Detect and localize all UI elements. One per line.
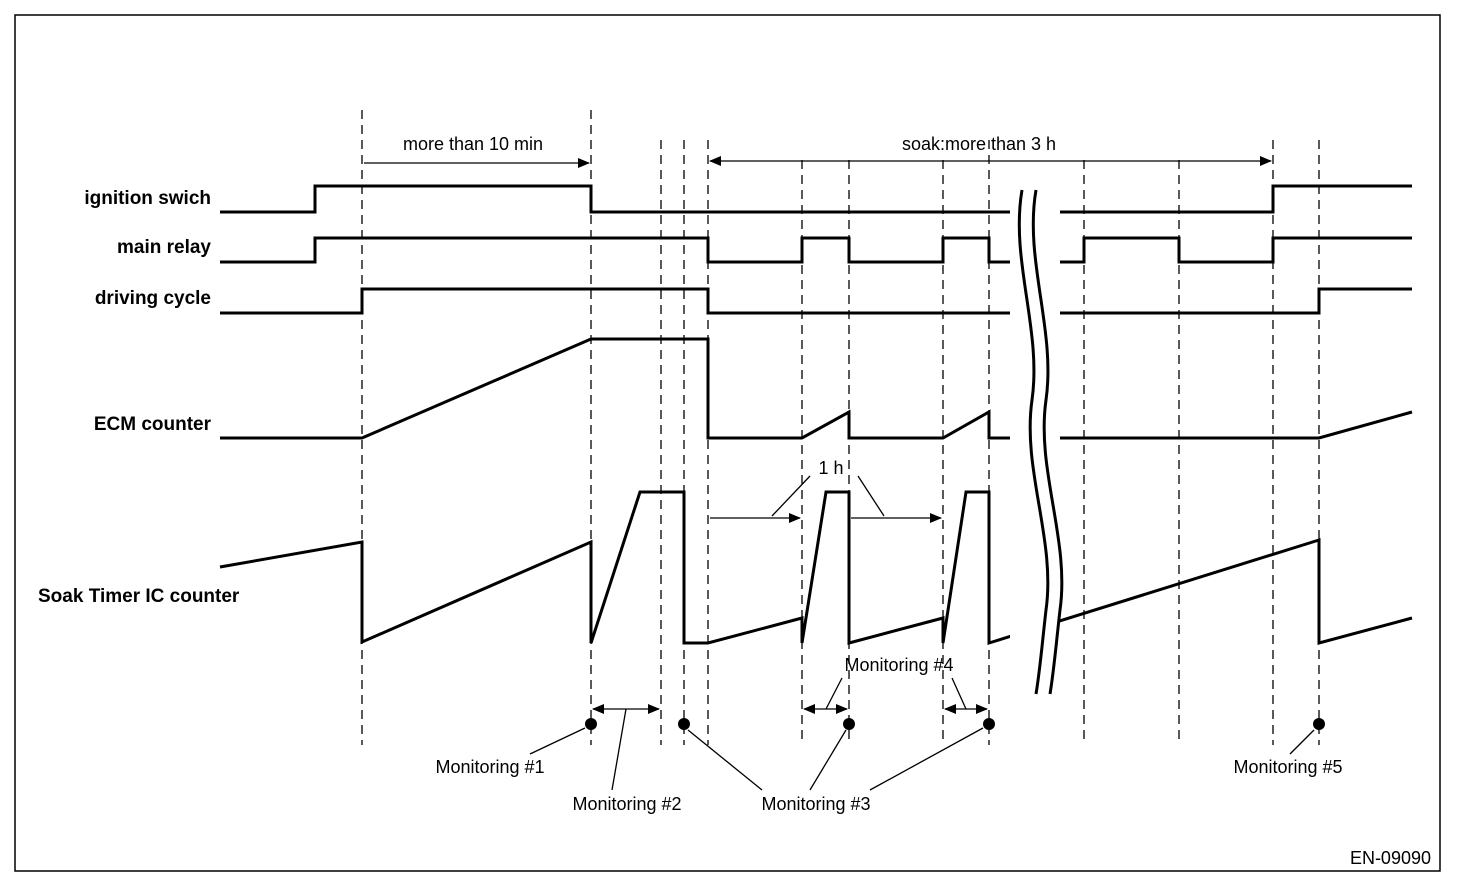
guide-lines: [361, 110, 1320, 745]
monitoring-4-brackets: [803, 677, 988, 714]
figure-code: EN-09090: [1350, 848, 1431, 868]
monitoring-point-1: [585, 718, 597, 730]
time-break-symbol: [1010, 186, 1064, 696]
signal-label-driving-cycle: driving cycle: [95, 288, 211, 309]
signal-label-soak-timer: Soak Timer IC counter: [38, 586, 240, 607]
one-hour-annotation: 1 h: [710, 458, 942, 523]
monitoring-label-1: Monitoring #1: [435, 757, 544, 777]
monitoring-label-4: Monitoring #4: [844, 655, 953, 675]
waveform-ecm-counter: [220, 337, 1413, 440]
monitoring-point-3a: [678, 718, 690, 730]
duration-soak: soak:more than 3 h: [709, 134, 1272, 166]
monitoring-point-5: [1313, 718, 1325, 730]
monitoring-leader-lines: [529, 727, 1315, 791]
monitoring-label-2: Monitoring #2: [572, 794, 681, 814]
waveform-driving-cycle: [220, 287, 1412, 315]
duration-10min: more than 10 min: [364, 134, 590, 168]
waveform-ignition: [220, 184, 1412, 214]
monitoring-label-5: Monitoring #5: [1233, 757, 1342, 777]
monitoring-point-3b: [843, 718, 855, 730]
one-hour-label: 1 h: [818, 458, 843, 478]
duration-10min-label: more than 10 min: [403, 134, 543, 154]
frame-border: [14, 14, 1441, 872]
waveform-soak-timer: [219, 490, 1413, 646]
monitoring-point-3c: [983, 718, 995, 730]
signal-label-ecm-counter: ECM counter: [94, 414, 212, 435]
monitoring-2-bracket: [592, 704, 660, 791]
waveform-main-relay: [220, 236, 1412, 264]
duration-soak-label: soak:more than 3 h: [902, 134, 1056, 154]
monitoring-label-3: Monitoring #3: [761, 794, 870, 814]
signal-label-main-relay: main relay: [117, 237, 211, 258]
signal-label-ignition: ignition swich: [84, 188, 211, 209]
